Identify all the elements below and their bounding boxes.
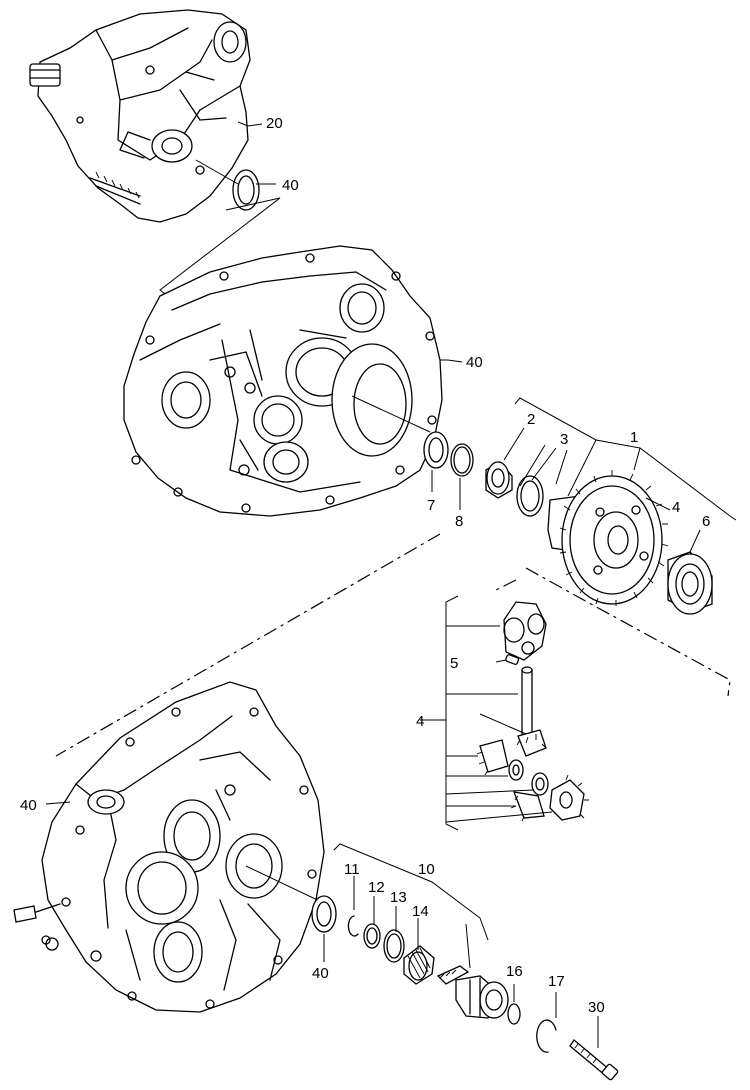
bolt-30	[569, 1039, 619, 1081]
bearing-race-3	[516, 475, 544, 517]
lower-housing-bolt-holes	[41, 707, 317, 1009]
shaft-seal-top	[195, 159, 260, 211]
shaft-seal-lower	[311, 895, 337, 933]
callout-7: 7	[427, 497, 435, 514]
callout-labels: 20 40 40 1 2 3 4 6 7 8 5 4 40 10 11 12 1…	[20, 115, 710, 1016]
planet-gear-b	[476, 739, 509, 776]
transmission-housing-lower	[13, 681, 325, 1013]
side-gear-b	[549, 774, 589, 821]
callout-40-bottom: 40	[312, 965, 329, 982]
shim-12	[363, 923, 381, 949]
planet-gear-a	[516, 729, 547, 757]
shim-ring-8	[450, 443, 474, 477]
callout-12: 12	[368, 879, 385, 896]
o-ring-16	[507, 1003, 521, 1025]
callout-4-mid: 4	[416, 713, 424, 730]
callout-17: 17	[548, 973, 565, 990]
callout-40-top: 40	[282, 177, 299, 194]
diff-internals-leaders	[445, 625, 553, 823]
callout-3: 3	[560, 431, 568, 448]
transmission-housing-upper	[123, 245, 443, 517]
side-gear-a	[510, 791, 545, 822]
thrust-washer-b	[531, 772, 549, 796]
callout-11: 11	[344, 861, 360, 878]
callout-8: 8	[455, 513, 463, 530]
thrust-washer-a	[508, 759, 524, 781]
callout-4-top: 4	[672, 499, 680, 516]
callout-5: 5	[450, 655, 458, 672]
callout-10: 10	[418, 861, 435, 878]
housing-bolt-holes	[131, 253, 437, 513]
flange-shaft-10	[436, 965, 509, 1019]
callout-2: 2	[527, 411, 535, 428]
differential-assembly	[547, 470, 669, 606]
gearbox-assembly	[29, 9, 251, 223]
seal-ring-7	[423, 431, 449, 469]
callout-1: 1	[630, 429, 638, 446]
ring-13	[383, 929, 405, 963]
callout-20: 20	[266, 115, 283, 132]
gear-teeth-row	[95, 171, 140, 199]
callout-13: 13	[390, 889, 407, 906]
callout-40-lower: 40	[20, 797, 37, 814]
bearing-6	[667, 551, 713, 615]
pin-5	[505, 654, 520, 665]
callout-6: 6	[702, 513, 710, 530]
leader-lines	[45, 121, 701, 1048]
callout-16: 16	[506, 963, 523, 980]
crown-wheel-teeth	[559, 470, 669, 606]
circlip-17	[536, 1019, 557, 1053]
callout-40-mid: 40	[466, 354, 483, 371]
callout-14: 14	[412, 903, 429, 920]
callout-30: 30	[588, 999, 605, 1016]
circlip-11	[347, 915, 359, 937]
differential-spider	[503, 601, 547, 661]
taper-bearing-2	[485, 461, 513, 499]
differential-shaft	[521, 666, 533, 739]
needle-bearing-14	[403, 945, 435, 985]
